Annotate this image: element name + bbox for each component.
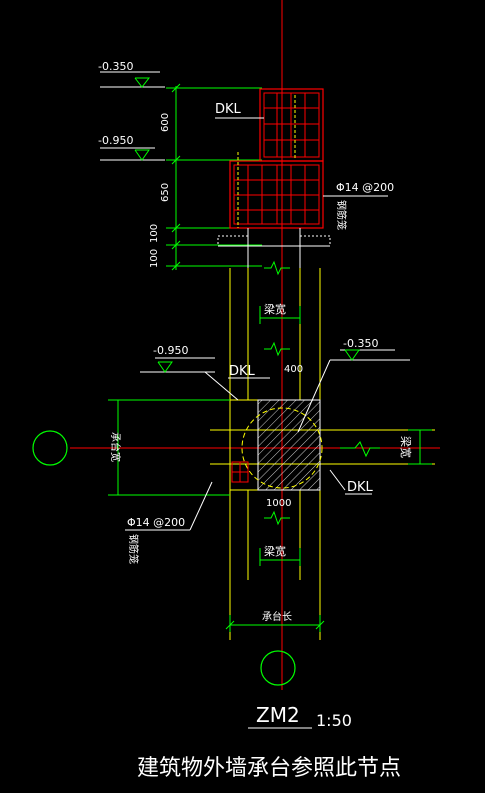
pile-cap-band-upper (217, 228, 331, 268)
title-block: ZM2 1:50 建筑物外墙承台参照此节点 (137, 703, 401, 781)
dim-650: 650 (160, 183, 171, 202)
dim-100-b: 100 (149, 249, 160, 268)
detail-id: ZM2 (256, 703, 300, 727)
rebar-spec-upper: Φ14 @200 (336, 181, 394, 194)
rebar-cage-callout-plan: Φ14 @200 钢筋笼 (125, 481, 213, 564)
axis-bubble-bottom (260, 650, 296, 686)
beam-width-label-3: 梁宽 (399, 436, 413, 458)
dkl-plan-bottom: DKL (329, 469, 374, 495)
small-dim-400: 400 (284, 364, 303, 375)
axis-bubble-left (32, 430, 68, 466)
vertical-dimension-chain: 600 650 100 100 (149, 83, 262, 271)
elevation-mark-upper: -0.350 (98, 60, 165, 88)
elevation-text-plan-left: -0.950 (153, 344, 188, 357)
beam-section-upper (229, 88, 324, 229)
elevation-mark-plan-right: -0.350 (297, 337, 410, 433)
elevation-text-lower: -0.950 (98, 134, 133, 147)
dkl-label-plan-top: DKL (229, 364, 256, 379)
rebar-cage-callout-upper: Φ14 @200 钢筋笼 (323, 181, 394, 230)
elevation-text-plan-right: -0.350 (343, 337, 378, 350)
plan-view: 400 1000 (70, 364, 440, 509)
pile-cap-length-label: 承台长 (262, 610, 292, 623)
pile-cap-length-dim: 承台长 (225, 610, 325, 632)
rebar-spec-plan: Φ14 @200 (127, 516, 185, 529)
rebar-name-plan: 钢筋笼 (127, 534, 140, 564)
beam-width-label-1: 梁宽 (264, 302, 286, 316)
rebar-name-upper: 钢筋笼 (335, 200, 348, 230)
small-dim-1000: 1000 (266, 498, 291, 509)
elevation-text-upper: -0.350 (98, 60, 133, 73)
detail-scale: 1:50 (316, 711, 352, 730)
dkl-label-upper: DKL (215, 102, 242, 117)
elevation-mark-plan-left: -0.950 (140, 344, 239, 401)
dkl-leader-upper: DKL (215, 102, 264, 119)
dkl-label-plan-bottom: DKL (347, 480, 374, 495)
beam-width-label-2: 梁宽 (264, 544, 286, 558)
beam-width-dim-1: 梁宽 (259, 302, 301, 324)
pile-cap-width-dim: 承台宽 (108, 399, 230, 496)
beam-width-dim-2: 梁宽 (259, 544, 301, 566)
detail-caption: 建筑物外墙承台参照此节点 (137, 756, 401, 781)
dim-600: 600 (160, 113, 171, 132)
dkl-plan-top: DKL (228, 364, 270, 379)
beam-width-dim-3: 梁宽 (399, 429, 432, 465)
hatched-cap-region (257, 399, 321, 491)
dim-100-a: 100 (149, 224, 160, 243)
pile-cap-width-label: 承台宽 (109, 432, 122, 462)
elevation-mark-lower: -0.950 (98, 134, 165, 161)
